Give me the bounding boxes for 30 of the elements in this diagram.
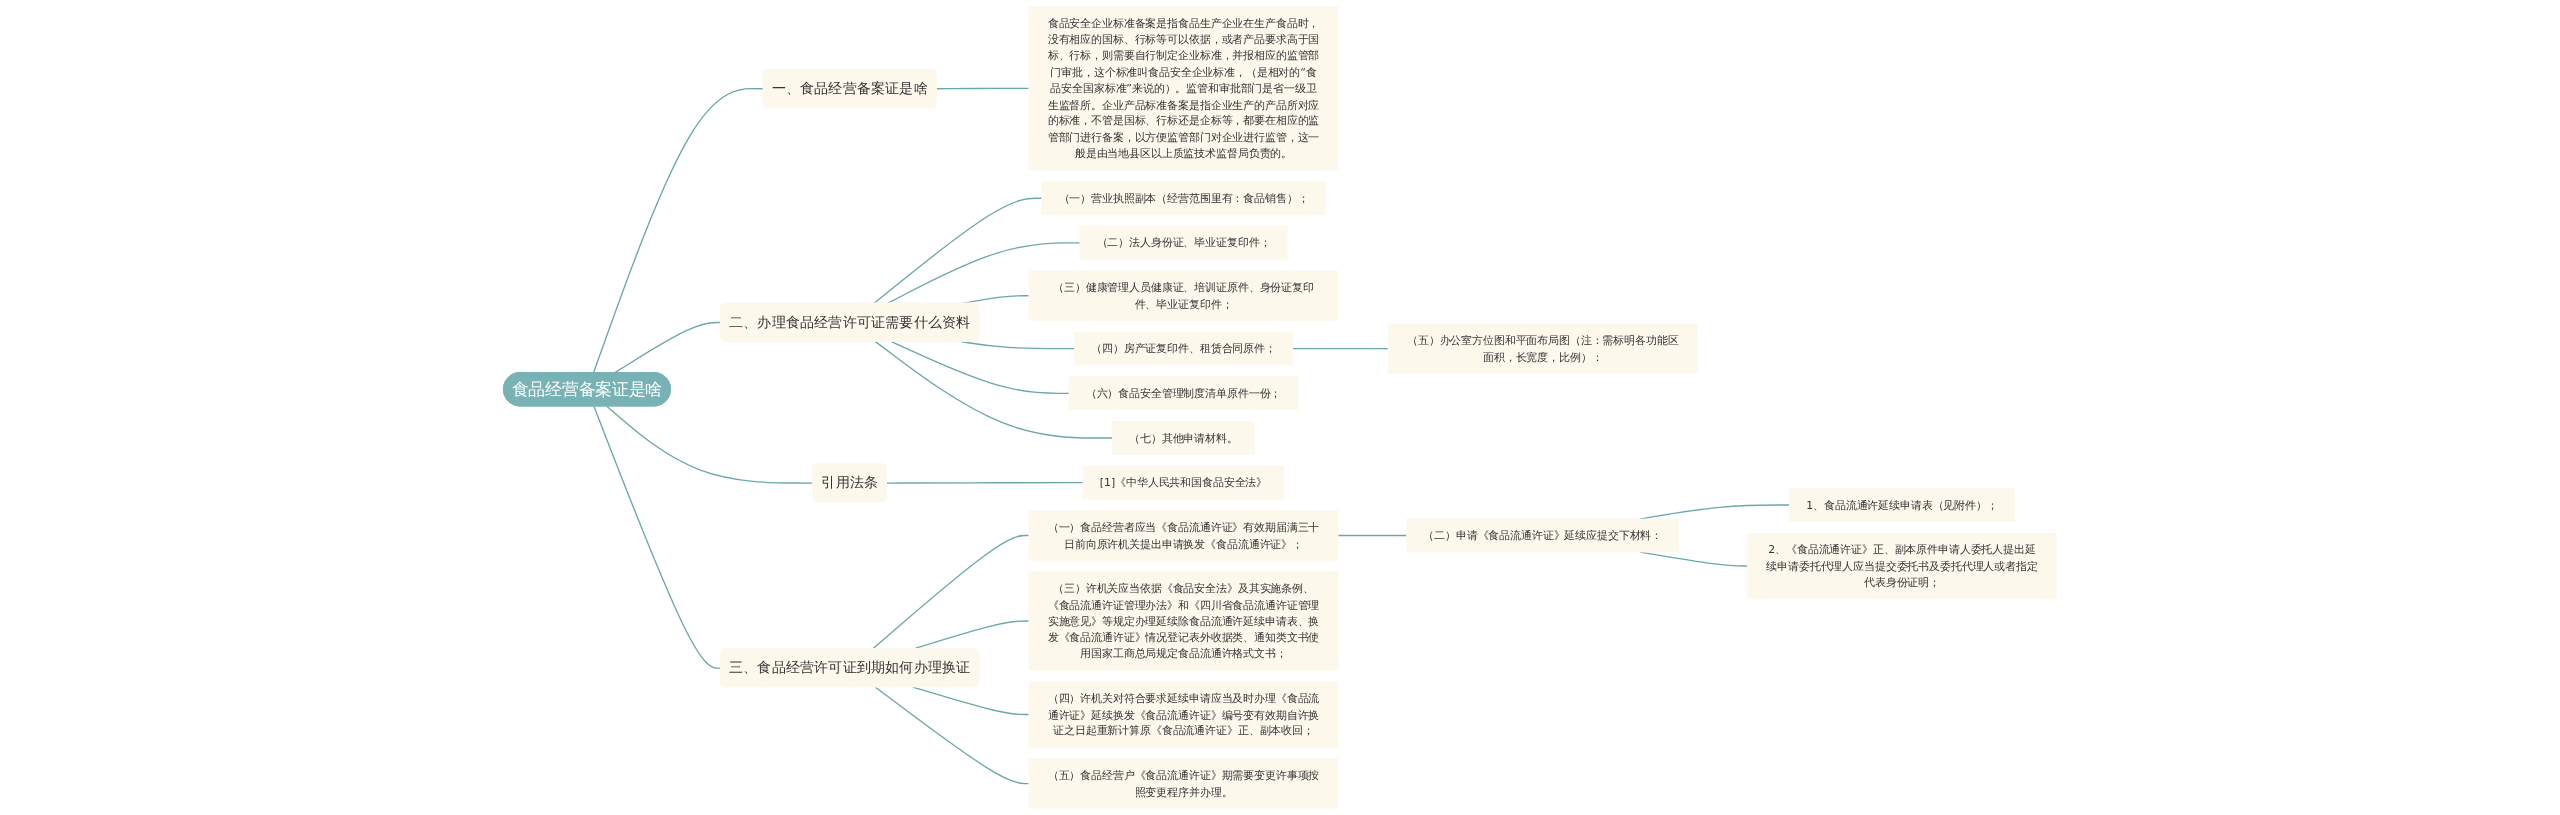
connector <box>890 340 1070 394</box>
node-box: （四）许机关对符合要求延续申请应当及时办理《食品流通许证》延续换发《食品流通许证》编号变有效期自许换证之日起重新计算原《食品流通许证》正、副本收回； <box>1028 681 1339 748</box>
connector <box>871 534 1030 650</box>
node-box: （三）许机关应当依据《食品安全法》及其实施条例、《食品流通许证管理办法》和《四川省食品流通许证管理实施意见》等规定办理延续除食品流通许延续申请表、换发《食品流通许证》情况登记表外收据类、通知类文书使用国家工商总局规定食品流通许格式文书； <box>1028 571 1339 671</box>
connector <box>873 197 1043 305</box>
connector <box>935 87 1030 90</box>
node-box: （四）房产证复印件、租赁合同原件； <box>1074 331 1293 366</box>
node-box: 食品安全企业标准备案是指食品生产企业在生产食品时，没有相应的国标、行标等可以依据，或者产品要求高于国标、行标，则需要自行制定企业标准，并报相应的监管部门审批，这个标准叫食品安全企业标准，（是相对的“食品安全国家标准”来说的）。监管和审批部门是省一级卫生监督所。企业产品标准备案是指企业生产的产品所对应的标准，不管是国标、行标还是企标等，都要在相应的监管部门进行备案，以方便监管部门对企业进行监管，这一般是由当地县区以上质监技术监督局负责的。 <box>1028 6 1339 171</box>
node-box: 2、《食品流通许证》正、副本原件申请人委托人提出延续申请委托代理人应当提交委托书及委托代理人或者指定代表身份证明； <box>1747 532 2057 600</box>
connector <box>886 482 1084 484</box>
connector <box>613 321 722 374</box>
connector <box>592 88 765 374</box>
node-box: （五）食品经营户《食品流通许证》期需要变更许事项按照变更程序并办理。 <box>1028 758 1339 809</box>
connector <box>874 340 1114 439</box>
node-box: （一）食品经营者应当《食品流通许证》有效期届满三十日前向原许机关提出申请换发《食品流通许证》； <box>1028 510 1339 561</box>
node-box: （五）办公室方位图和平面布局图（注：需标明各功能区面积，长宽度，比例）： <box>1387 323 1698 374</box>
connector <box>874 686 1030 785</box>
node-box: 1、食品流通许延续申请表（见附件）； <box>1789 488 2015 522</box>
node-box: （二）法人身份证、毕业证复印件； <box>1079 226 1288 260</box>
connector <box>1337 534 1408 537</box>
node-box: [1]《中华人民共和国食品安全法》 <box>1082 465 1285 500</box>
connector <box>1291 347 1389 350</box>
node-box: （七）其他申请材料。 <box>1112 421 1255 455</box>
node-box: （六）食品安全管理制度清单原件一份； <box>1068 376 1299 411</box>
node-box: （二）申请《食品流通许证》延续应提交下材料： <box>1406 518 1680 553</box>
connector <box>912 686 1030 716</box>
node-box: （三）健康管理人员健康证、培训证原件、身份证复印件、毕业证复印件； <box>1028 270 1339 321</box>
connector <box>886 242 1081 305</box>
connector <box>593 405 722 669</box>
node-box: （一）营业执照副本（经营范围里有：食品销售）； <box>1041 181 1326 216</box>
